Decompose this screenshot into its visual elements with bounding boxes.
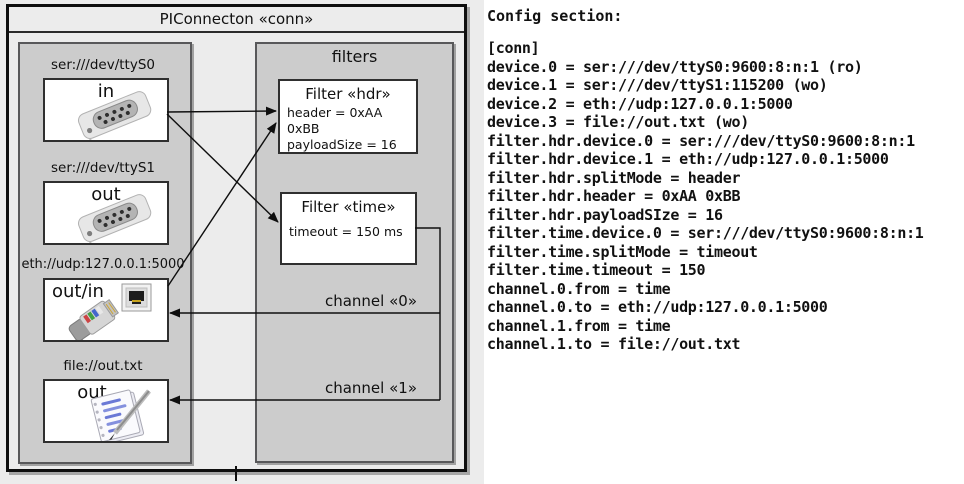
serial-connector-icon	[77, 91, 152, 140]
config-line: filter.hdr.splitMode = header	[487, 168, 741, 187]
config-line: channel.0.to = eth://udp:127.0.0.1:5000	[487, 298, 828, 316]
connection-diagram: PIConnecton «conn» ser:///dev/ttyS0 in	[0, 0, 484, 484]
device-direction-label: out	[91, 184, 121, 205]
config-panel: Config section: [conn] device.0 = ser://…	[484, 0, 964, 484]
config-line: device.3 = file://out.txt (wo)	[487, 113, 749, 131]
filter-time-title: Filter «time»	[301, 198, 396, 216]
config-line: filter.time.splitMode = timeout	[487, 242, 758, 261]
device-uri-ttys0: ser:///dev/ttyS0	[51, 57, 155, 73]
filter-hdr-box: Filter «hdr» header = 0xAA 0xBB payloadS…	[278, 79, 418, 154]
config-line: filter.hdr.header = 0xAA 0xBB	[487, 187, 741, 205]
device-uri-eth: eth://udp:127.0.0.1:5000	[21, 257, 185, 272]
notepad-icon	[90, 389, 151, 441]
filters-group-title: filters	[331, 47, 378, 66]
config-line: filter.hdr.device.0 = ser:///dev/ttyS0:9…	[487, 131, 915, 150]
filter-hdr-prop-payloadsize: payloadSize = 16	[287, 137, 397, 152]
config-line: filter.hdr.device.1 = eth://udp:127.0.0.…	[487, 150, 889, 168]
config-line: device.1 = ser:///dev/ttyS1:115200 (wo)	[487, 76, 828, 94]
device-box-file: out	[43, 379, 169, 443]
device-box-ttys0: in	[43, 78, 169, 142]
device-direction-label: in	[97, 81, 115, 102]
device-box-ttys1: out	[43, 181, 169, 245]
channel-0-label: channel «0»	[324, 292, 417, 310]
config-line: device.2 = eth://udp:127.0.0.1:5000	[487, 94, 793, 113]
config-line: filter.time.timeout = 150	[487, 261, 706, 279]
channel-1-label: channel «1»	[324, 379, 417, 397]
filter-time-prop-timeout: timeout = 150 ms	[289, 224, 403, 239]
device-direction-label: out/in	[52, 281, 104, 302]
config-section-heading: Config section:	[487, 7, 623, 25]
device-uri-file: file://out.txt	[63, 358, 143, 374]
filter-hdr-prop-header: header = 0xAA 0xBB	[287, 105, 383, 136]
ethernet-jack-icon	[121, 283, 152, 312]
config-line: filter.time.device.0 = ser:///dev/ttyS0:…	[487, 224, 924, 242]
diagram-title: PIConnecton «conn»	[9, 7, 464, 33]
filter-time-box: Filter «time» timeout = 150 ms	[280, 192, 417, 265]
config-line: [conn]	[487, 39, 540, 57]
config-line: channel.0.from = time	[487, 279, 671, 298]
config-line: channel.1.to = file://out.txt	[487, 335, 741, 353]
device-box-eth: out/in	[43, 278, 169, 342]
ethernet-plug-icon	[68, 299, 120, 340]
config-line: channel.1.from = time	[487, 316, 671, 335]
config-text: [conn] device.0 = ser:///dev/ttyS0:9600:…	[487, 39, 924, 354]
filter-hdr-title: Filter «hdr»	[305, 85, 391, 103]
config-line: filter.hdr.payloadSIze = 16	[487, 205, 723, 224]
serial-connector-icon	[77, 194, 152, 243]
device-uri-ttys1: ser:///dev/ttyS1	[51, 160, 155, 176]
config-line: device.0 = ser:///dev/ttyS0:9600:8:n:1 (…	[487, 57, 863, 76]
